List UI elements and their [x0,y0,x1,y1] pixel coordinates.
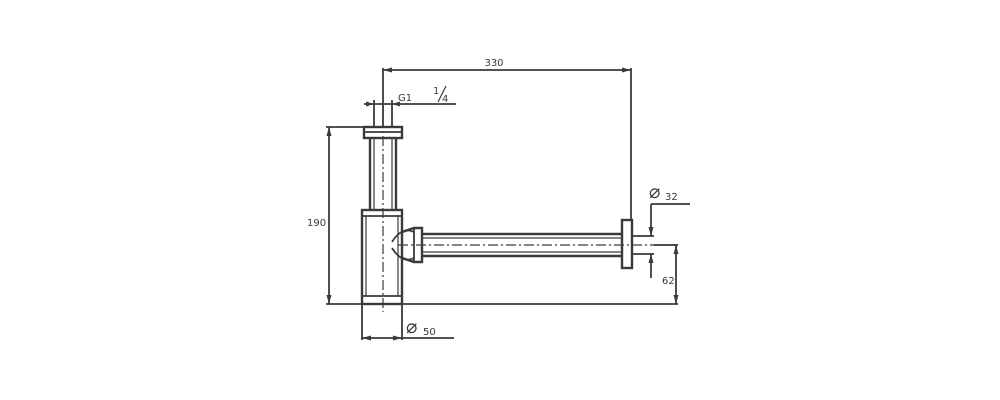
dia32-arrow-bottom [648,254,654,263]
dimension-trap-diameter: ⌀ 50 [361,304,454,341]
diameter-symbol-32: ⌀ [649,181,660,203]
dia50-arrow-left [362,335,371,341]
thread-arrow-left [366,101,374,107]
dimension-overall-width: 330 [382,58,632,220]
label-overall-width: 330 [484,58,503,69]
height-arrow-bottom [326,295,332,304]
arrowhead-left [383,67,392,73]
label-thread-denominator: 4 [442,94,448,105]
wall-flange [620,218,634,270]
label-outlet-diameter: 32 [665,192,678,203]
diameter-symbol-50: ⌀ [406,316,417,338]
bottle-body [360,208,404,306]
dimension-height: 190 [307,126,364,305]
height-arrow-top [326,127,332,136]
offset-arrow-bottom [673,295,679,304]
label-thread-prefix: G1 [398,93,412,104]
dia32-arrow-top [648,227,654,236]
connector-curve-bottom [391,247,415,261]
dimension-thread: G1 1 4 [364,85,456,128]
label-height: 190 [307,218,326,229]
label-thread-numerator: 1 [433,86,439,97]
label-outlet-offset: 62 [662,276,675,287]
dimension-outlet-diameter: ⌀ 32 [648,181,690,278]
label-trap-diameter: 50 [423,327,436,338]
thread-arrow-right [392,101,400,107]
dia50-arrow-right [393,335,402,341]
trap-assembly [360,125,654,306]
dimension-outlet-offset: 62 [402,244,679,305]
arrowhead-right [622,67,631,73]
offset-arrow-top [673,245,679,254]
connector-curve-top [391,229,415,243]
center-lines [382,100,680,312]
thread-fraction-slash [437,85,447,103]
